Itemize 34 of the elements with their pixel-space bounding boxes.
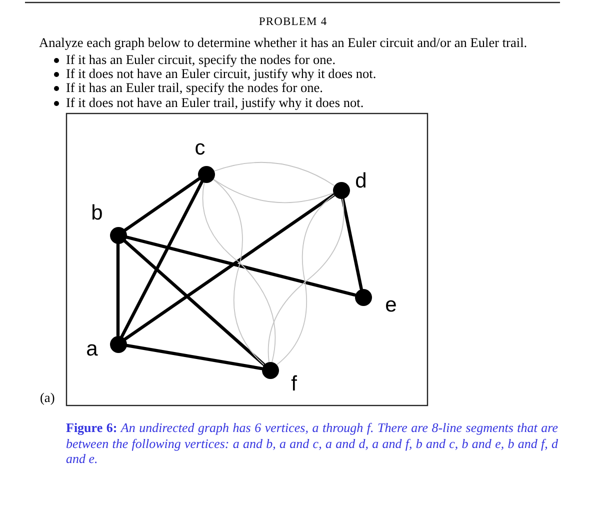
edge-line	[116, 242, 120, 338]
curved-edge	[214, 162, 334, 186]
edge-line	[123, 193, 336, 341]
edge-line	[124, 235, 356, 297]
bullet-item-text: If it has an Euler trail, specify the nodes for one.	[66, 80, 323, 95]
curved-edge	[268, 194, 335, 362]
edge-line	[123, 177, 201, 232]
instruction-text: Analyze each graph below to determine whether it has an Euler circuit and/or an Euler trail.	[39, 36, 528, 50]
curved-edge	[212, 178, 334, 204]
vertex-dot	[110, 336, 126, 352]
vertex-dot	[262, 362, 278, 378]
curved-edge	[212, 178, 276, 362]
subfigure-label: (a)	[40, 391, 55, 406]
vertex-dot	[332, 182, 350, 198]
vertex-label: b	[91, 202, 103, 224]
edge-line	[122, 239, 266, 366]
bullet-item-text: If it does not have an Euler trail, justify why it does not.	[66, 96, 364, 110]
vertex-dot	[198, 166, 214, 182]
bullet-item-text: If it has an Euler circuit, specify the nodes for one.	[66, 52, 336, 67]
edge-line	[120, 180, 204, 338]
vertex-label: f	[291, 374, 297, 394]
vertex-label: a	[86, 338, 98, 360]
vertex-label: d	[355, 170, 367, 192]
vertex-dot	[354, 288, 372, 306]
bullet-item-text: If it does not have an Euler circuit, justify why it does not.	[66, 66, 376, 81]
curved-edge	[276, 198, 344, 366]
edge-line	[124, 344, 264, 370]
problem-title: PROBLEM 4	[258, 15, 328, 29]
figure-caption: Figure 6: An undirected graph has 6 vertices, a through f. There are 8-line segments that are between the following vertices: a and b, a and c, a and d, a and f, b and c, b and e, b and f, d and e.	[66, 420, 558, 466]
vertex-label: e	[385, 294, 397, 316]
vertex-dot	[110, 226, 126, 244]
curved-edge	[202, 182, 264, 365]
vertex-label: c	[194, 138, 206, 158]
edge-line	[341, 196, 363, 290]
